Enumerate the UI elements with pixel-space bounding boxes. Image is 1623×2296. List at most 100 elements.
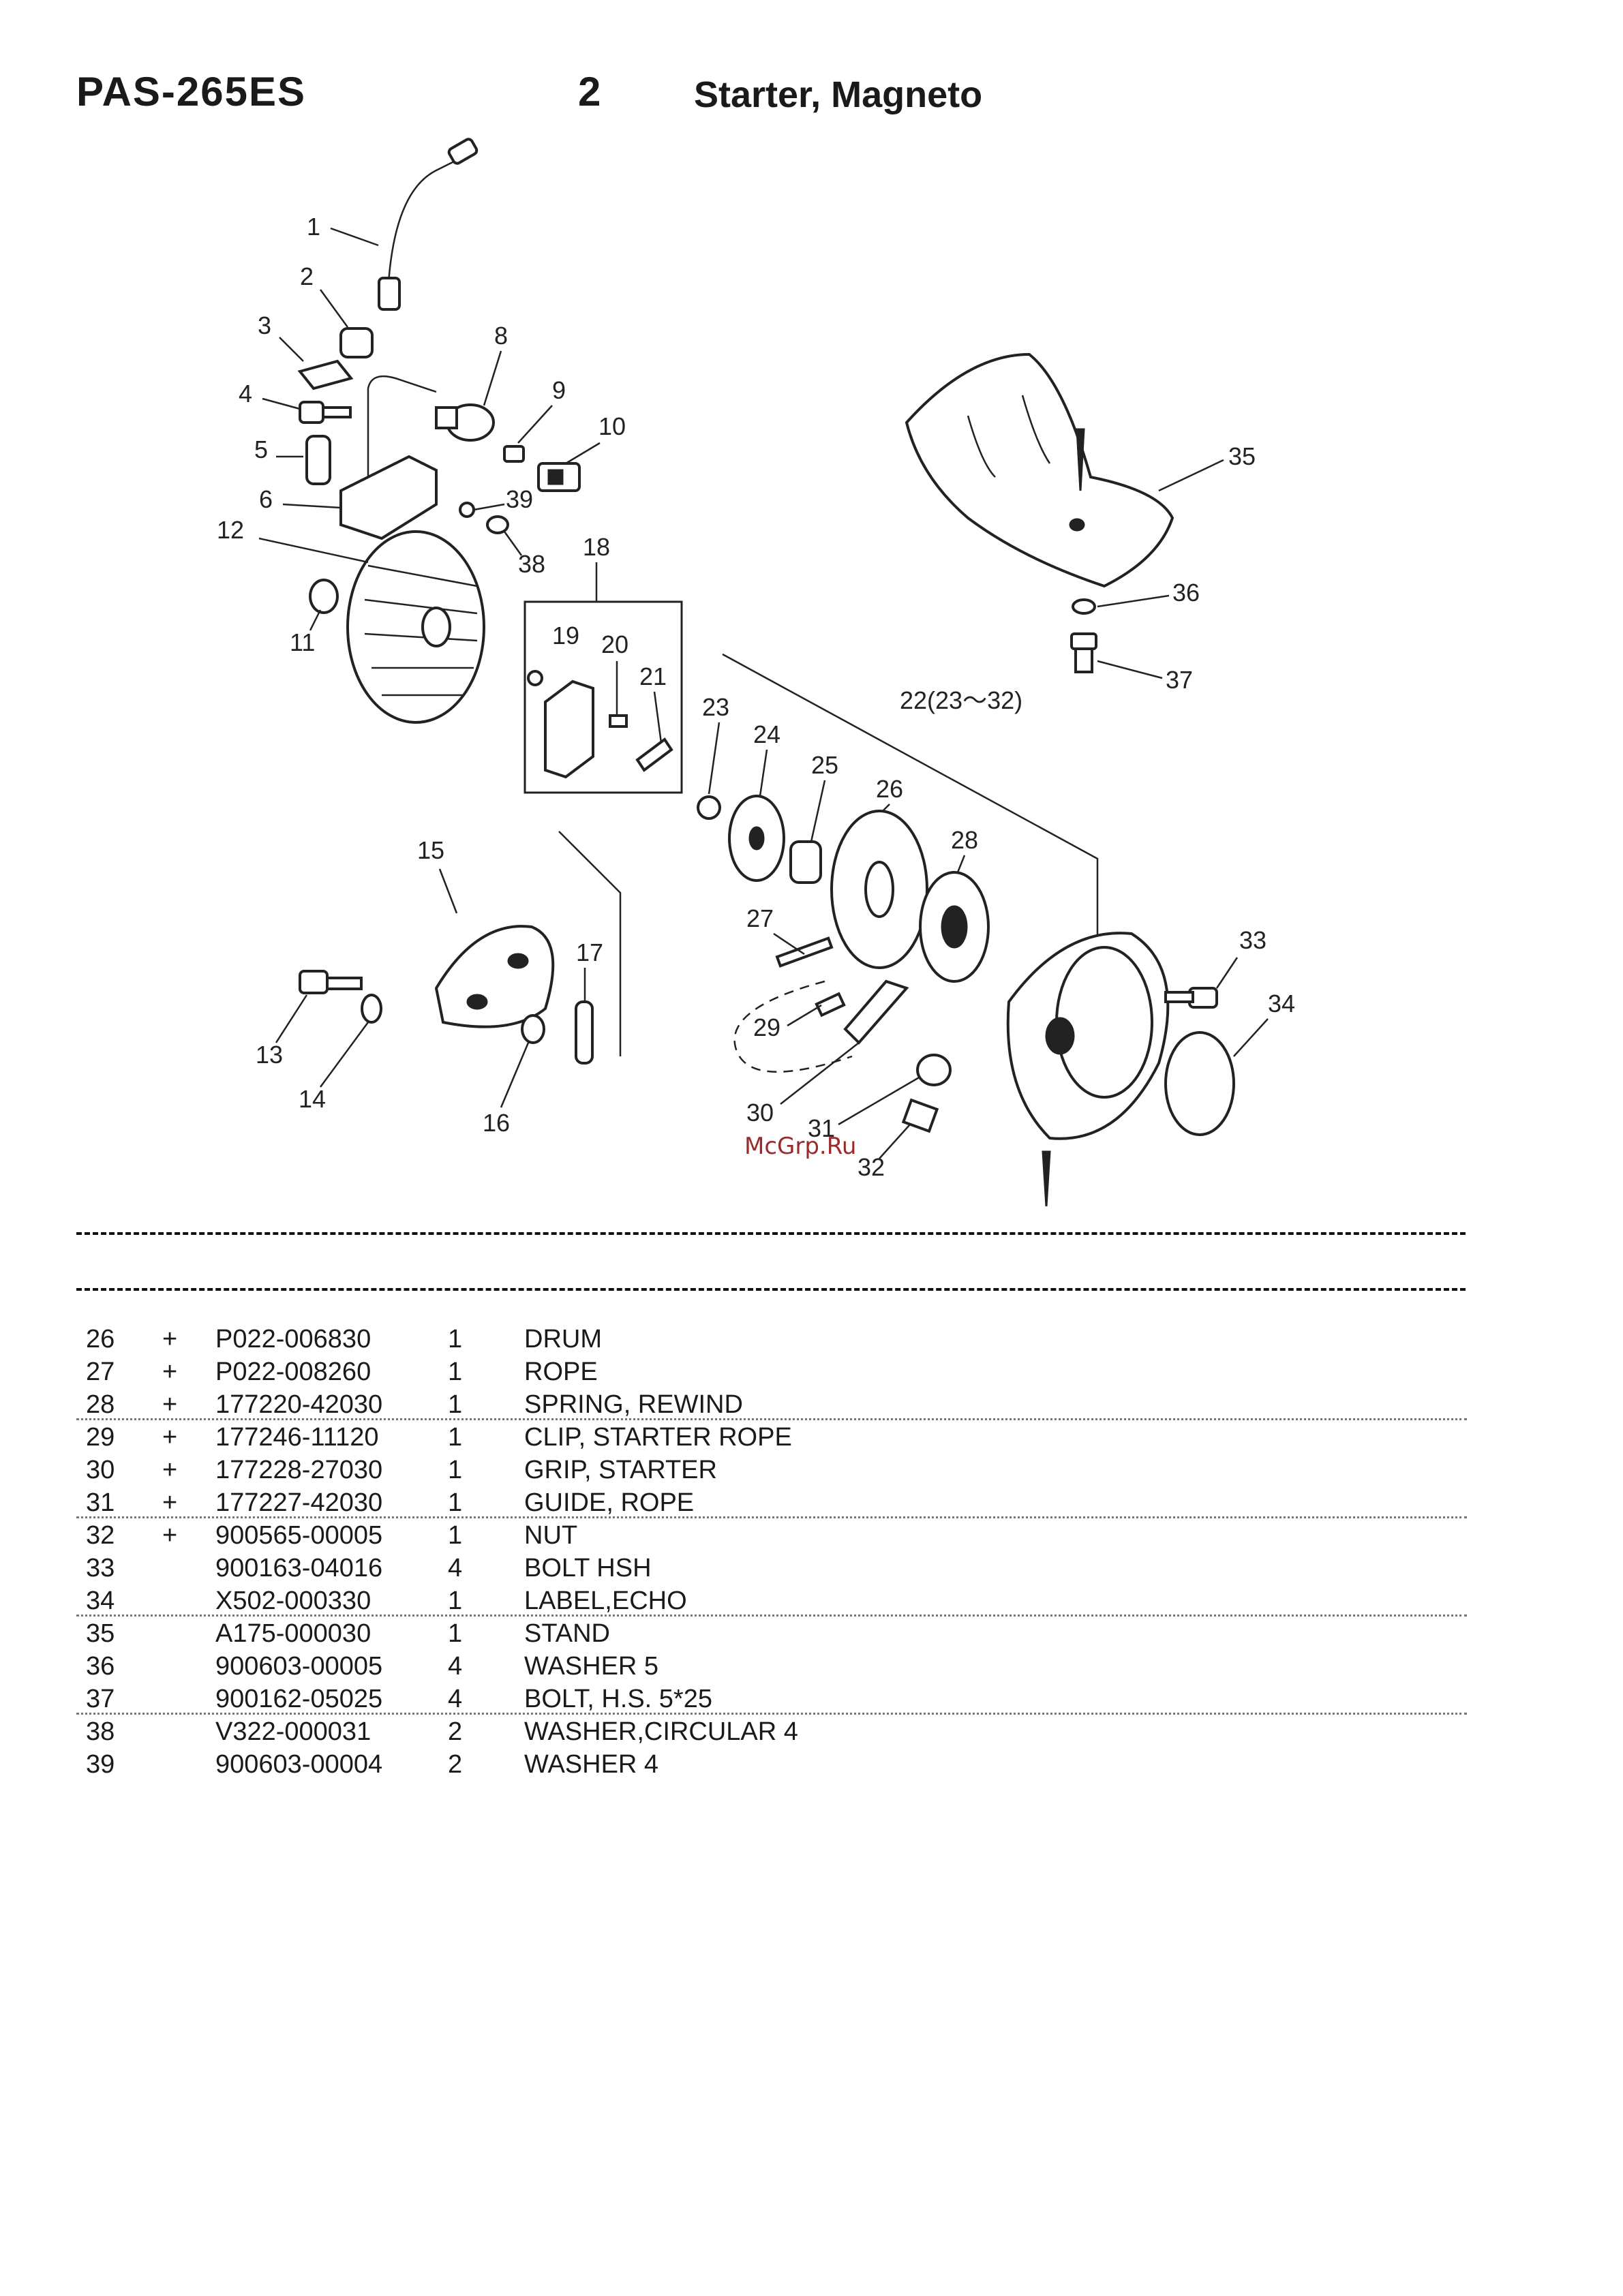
callout-4: 4 [239, 380, 252, 408]
part-number: A175-000030 [215, 1619, 371, 1648]
part-26-drum [830, 810, 928, 969]
part-32-nut [901, 1098, 939, 1133]
part-number: 177246-11120 [215, 1423, 379, 1452]
part-24-pulley [728, 795, 785, 882]
part-13-bolt [299, 970, 363, 994]
part-14-washer [361, 994, 382, 1024]
description: ROPE [524, 1358, 598, 1386]
quantity: 1 [448, 1488, 463, 1517]
part-number: 900565-00005 [215, 1521, 383, 1550]
callout-30: 30 [746, 1099, 774, 1127]
part-3-plate [297, 359, 354, 391]
table-row: 30 + 177228-27030 1 GRIP, STARTER [76, 1453, 1467, 1486]
callout-12: 12 [217, 516, 244, 544]
callout-9: 9 [552, 376, 566, 404]
part-35-stand [905, 352, 1174, 588]
part-11-nut [309, 579, 339, 614]
callout-5: 5 [254, 435, 268, 463]
callout-15: 15 [417, 836, 444, 864]
description: WASHER 4 [524, 1750, 659, 1779]
callout-18: 18 [583, 533, 610, 561]
callout-36: 36 [1172, 579, 1200, 607]
part-17-spring [575, 1000, 594, 1065]
callout-3: 3 [258, 311, 271, 339]
callout-14: 14 [299, 1085, 326, 1113]
table-row: 34 X502-000330 1 LABEL,ECHO [76, 1584, 1467, 1617]
quantity: 1 [448, 1619, 463, 1648]
callout-29: 29 [753, 1013, 780, 1041]
callout-26: 26 [876, 775, 903, 803]
part-29-clip [815, 992, 846, 1017]
callout-27: 27 [746, 904, 774, 932]
quantity: 1 [448, 1456, 463, 1484]
quantity: 4 [448, 1652, 463, 1681]
callout-10: 10 [598, 412, 626, 440]
part-number: 177227-42030 [215, 1488, 383, 1517]
table-row: 28 + 177220-42030 1 SPRING, REWIND [76, 1388, 1467, 1420]
part-number: 900162-05025 [215, 1685, 383, 1713]
part-25-spring [789, 840, 822, 884]
part-number: 177228-27030 [215, 1456, 383, 1484]
table-row: 32 + 900565-00005 1 NUT [76, 1518, 1467, 1551]
callout-37: 37 [1166, 666, 1193, 694]
callout-labels: 1 2 3 4 5 6 8 9 10 12 11 18 19 20 21 39 … [217, 213, 1295, 1181]
callout-17: 17 [576, 938, 603, 966]
part-30-grip [843, 979, 909, 1045]
callout-31: 31 [808, 1114, 835, 1142]
description: DRUM [524, 1325, 602, 1353]
description: SPRING, REWIND [524, 1390, 743, 1419]
part-number: V322-000031 [215, 1717, 371, 1746]
part-27-rope [775, 936, 834, 968]
parts-list: 26 + P022-006830 1 DRUM 27 + P022-008260… [76, 1322, 1467, 1780]
part-8-plug-cap [435, 403, 495, 442]
callout-21: 21 [639, 662, 667, 690]
callout-34: 34 [1268, 990, 1295, 1017]
callout-38: 38 [518, 550, 545, 578]
kit-mark: + [162, 1358, 178, 1386]
description: STAND [524, 1619, 610, 1648]
description: GUIDE, ROPE [524, 1488, 695, 1517]
quantity: 1 [448, 1423, 463, 1452]
section-title: Starter, Magneto [694, 74, 983, 115]
callout-6: 6 [259, 485, 273, 513]
part-4-bolt [299, 401, 352, 424]
part-12-flywheel [346, 530, 485, 724]
table-row: 37 900162-05025 4 BOLT, H.S. 5*25 [76, 1682, 1467, 1715]
section-number: 2 [578, 69, 601, 114]
table-row: 33 900163-04016 4 BOLT HSH [76, 1551, 1467, 1584]
ref-number: 39 [86, 1750, 115, 1779]
ref-number: 35 [86, 1619, 115, 1648]
callout-19: 19 [552, 622, 579, 649]
part-33-bolt [1164, 987, 1218, 1009]
description: WASHER,CIRCULAR 4 [524, 1717, 798, 1746]
part-10-spark-plug [537, 462, 581, 492]
ref-number: 36 [86, 1652, 115, 1681]
quantity: 1 [448, 1325, 463, 1353]
description: CLIP, STARTER ROPE [524, 1423, 792, 1452]
part-16-washer [521, 1014, 545, 1044]
kit-mark: + [162, 1456, 178, 1484]
callout-13: 13 [256, 1041, 283, 1069]
table-row: 26 + P022-006830 1 DRUM [76, 1322, 1467, 1355]
ref-number: 37 [86, 1685, 115, 1713]
part-number: P022-006830 [215, 1325, 371, 1353]
part-number: 177220-42030 [215, 1390, 383, 1419]
table-row: 38 V322-000031 2 WASHER,CIRCULAR 4 [76, 1715, 1467, 1747]
table-row: 31 + 177227-42030 1 GUIDE, ROPE [76, 1486, 1467, 1518]
part-34-label [1164, 1031, 1235, 1136]
part-38-washer [486, 515, 509, 534]
part-number: X502-000330 [215, 1587, 371, 1615]
quantity: 4 [448, 1554, 463, 1582]
part-6-ignition-coil [339, 375, 438, 540]
starter-case [1006, 932, 1170, 1140]
callout-11: 11 [290, 628, 315, 656]
description: LABEL,ECHO [524, 1587, 687, 1615]
callout-33: 33 [1239, 926, 1266, 954]
part-2-grommet [339, 327, 374, 358]
part-number: 900603-00005 [215, 1652, 383, 1681]
kit-mark: + [162, 1423, 178, 1452]
description: WASHER 5 [524, 1652, 659, 1681]
quantity: 1 [448, 1358, 463, 1386]
callout-35: 35 [1228, 442, 1256, 470]
callout-22: 22(23～32) [900, 686, 1022, 714]
